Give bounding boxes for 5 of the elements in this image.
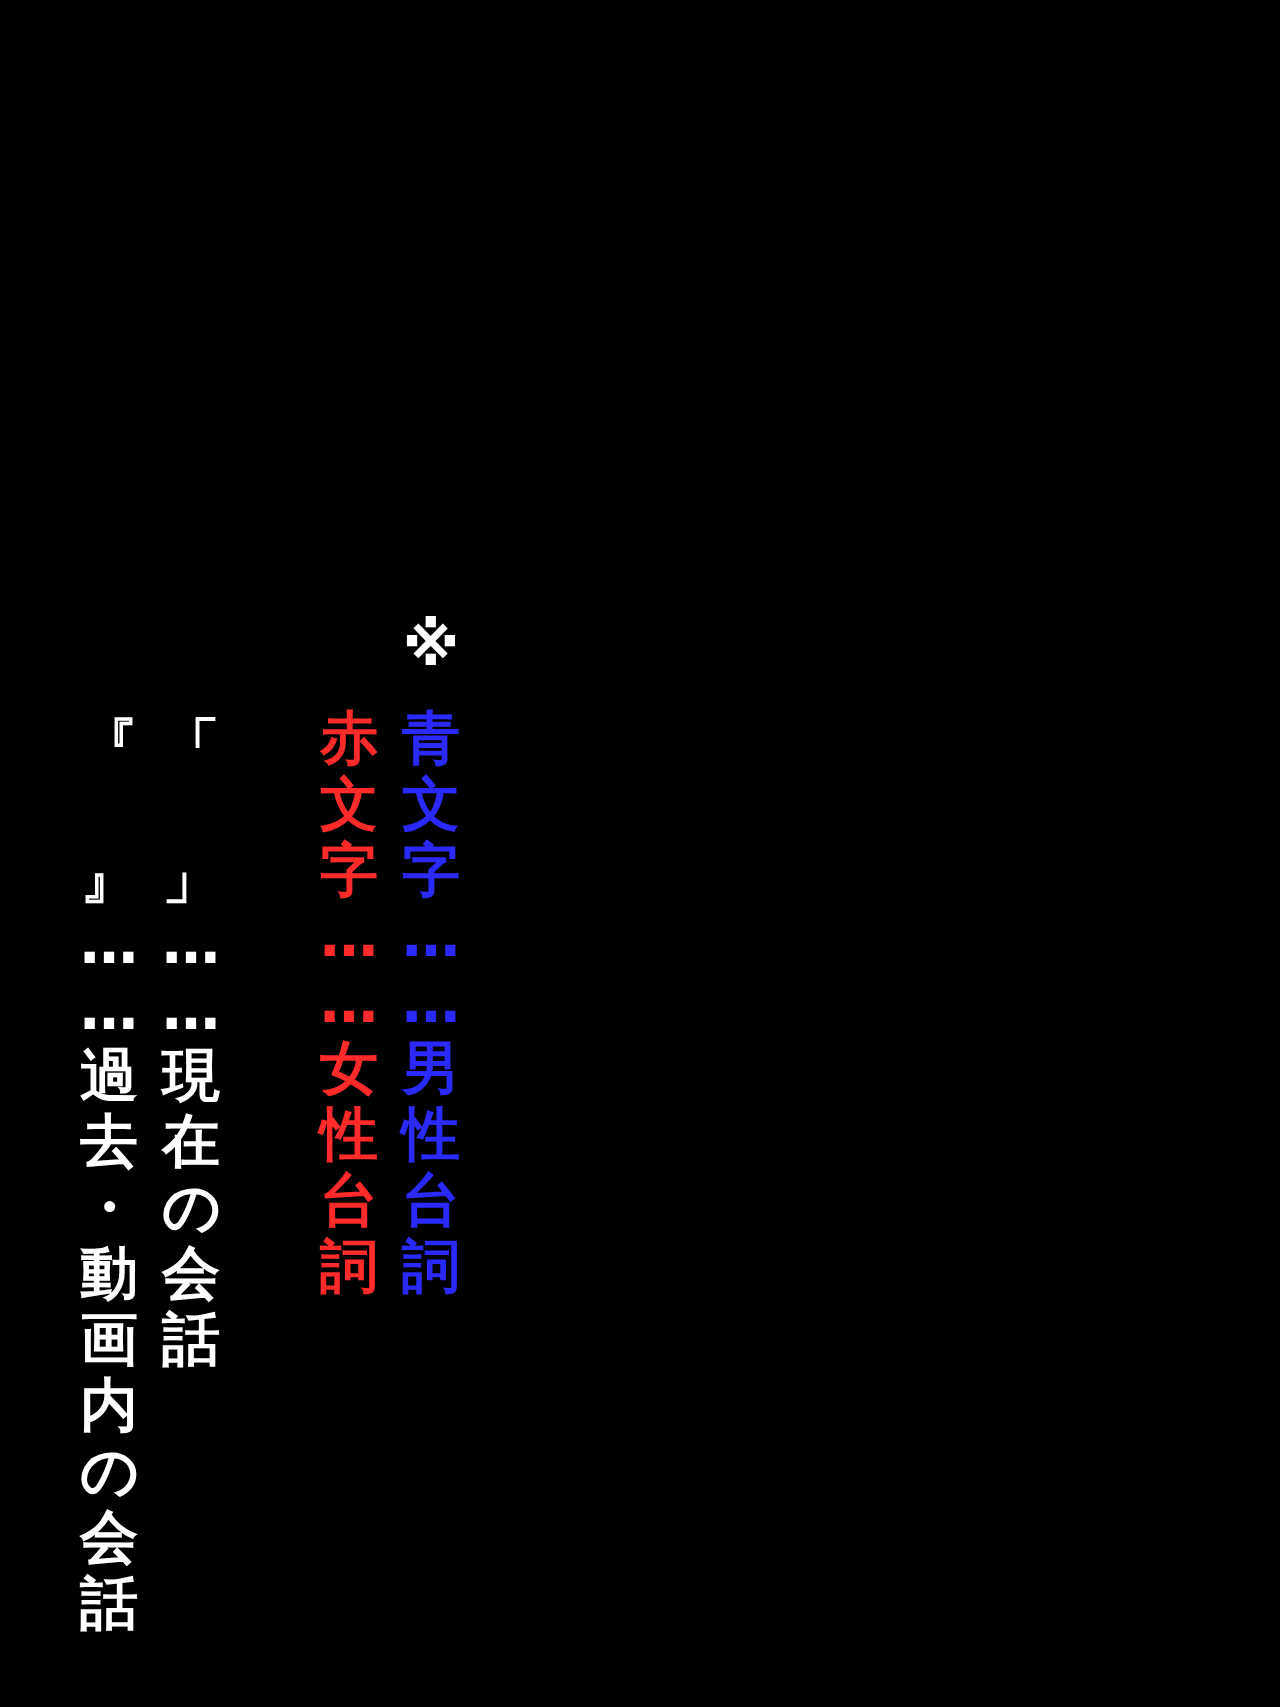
legend-text: 赤文字……女性台詞 [318,705,380,1299]
legend-text: 『』……過去・動画内の会話 [78,712,140,1636]
legend-text: 青文字……男性台詞 [400,705,462,1299]
legend-text: 「」……現在の会話 [160,712,222,1372]
note-mark: ※ [401,612,461,678]
